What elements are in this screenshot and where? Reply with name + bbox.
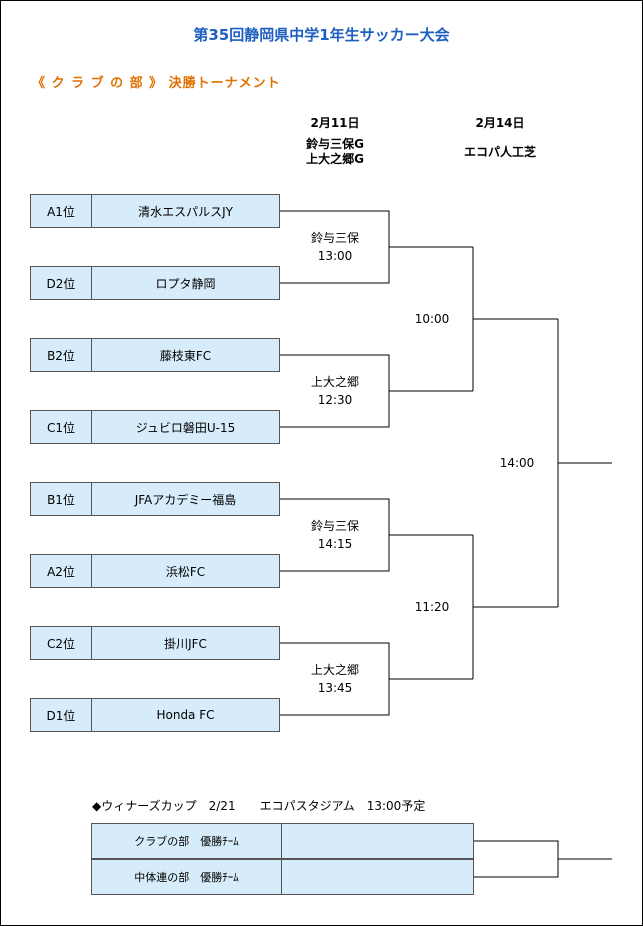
match-label: 鈴与三保 14:15 — [295, 517, 375, 553]
match-time: 12:30 — [317, 393, 353, 407]
team-seed: D1位 — [31, 699, 92, 731]
team-name: 藤枝東FC — [159, 348, 212, 363]
team-name: 掛川JFC — [164, 636, 207, 651]
semi-time: 11:20 — [414, 600, 450, 614]
day2-venue: エコパ人工芝 — [463, 145, 536, 159]
team-seed: B2位 — [31, 339, 92, 371]
team-slot: B2位 藤枝東FC — [30, 338, 280, 372]
semi-time: 10:00 — [414, 312, 450, 326]
match-time: 14:15 — [317, 537, 353, 551]
match-label: 上大之郷 12:30 — [295, 373, 375, 409]
day2-date: 2月14日 — [475, 116, 525, 130]
team-slot: D1位 Honda FC — [30, 698, 280, 732]
team-seed: A1位 — [31, 195, 92, 227]
winners-slot-blank — [282, 824, 473, 858]
winners-slot-label: クラブの部 優勝ﾁｰﾑ — [92, 824, 282, 858]
team-slot: C1位 ジュビロ磐田U-15 — [30, 410, 280, 444]
team-seed: B1位 — [31, 483, 92, 515]
team-slot: A2位 浜松FC — [30, 554, 280, 588]
team-name: 浜松FC — [165, 564, 206, 579]
day2-header: 2月14日 エコパ人工芝 — [450, 116, 550, 160]
team-slot: D2位 ロプタ静岡 — [30, 266, 280, 300]
winners-slot: 中体連の部 優勝ﾁｰﾑ — [91, 859, 474, 895]
day1-venue2: 上大之郷G — [306, 152, 364, 166]
match-venue: 上大之郷 — [310, 663, 359, 677]
team-name: ジュビロ磐田U-15 — [135, 420, 236, 435]
team-slot: C2位 掛川JFC — [30, 626, 280, 660]
team-name: ロプタ静岡 — [155, 276, 216, 291]
team-slot: B1位 JFAアカデミー福島 — [30, 482, 280, 516]
match-label: 鈴与三保 13:00 — [295, 229, 375, 265]
winners-slot-blank — [282, 860, 473, 894]
winners-slot: クラブの部 優勝ﾁｰﾑ — [91, 823, 474, 859]
match-time: 13:00 — [317, 249, 353, 263]
match-label: 上大之郷 13:45 — [295, 661, 375, 697]
section-subtitle: 《 ク ラ ブ の 部 》 決勝トーナメント — [32, 76, 281, 91]
winners-cup-heading: ◆ウィナーズカップ 2/21 エコパスタジアム 13:00予定 — [92, 799, 426, 813]
team-name: 清水エスパルスJY — [138, 204, 233, 219]
team-seed: A2位 — [31, 555, 92, 587]
day1-venue1: 鈴与三保G — [306, 137, 364, 151]
match-time: 13:45 — [317, 681, 353, 695]
winners-slot-label: 中体連の部 優勝ﾁｰﾑ — [92, 860, 282, 894]
match-venue: 鈴与三保 — [310, 231, 359, 245]
team-slot: A1位 清水エスパルスJY — [30, 194, 280, 228]
match-venue: 上大之郷 — [310, 375, 359, 389]
team-name: Honda FC — [156, 708, 215, 722]
day1-date: 2月11日 — [310, 116, 360, 130]
day1-header: 2月11日 鈴与三保G 上大之郷G — [285, 116, 385, 167]
page-title: 第35回静岡県中学1年生サッカー大会 — [193, 26, 450, 44]
match-venue: 鈴与三保 — [310, 519, 359, 533]
team-name: JFAアカデミー福島 — [134, 492, 237, 507]
team-seed: C2位 — [31, 627, 92, 659]
team-seed: D2位 — [31, 267, 92, 299]
final-time: 14:00 — [499, 456, 535, 470]
team-seed: C1位 — [31, 411, 92, 443]
